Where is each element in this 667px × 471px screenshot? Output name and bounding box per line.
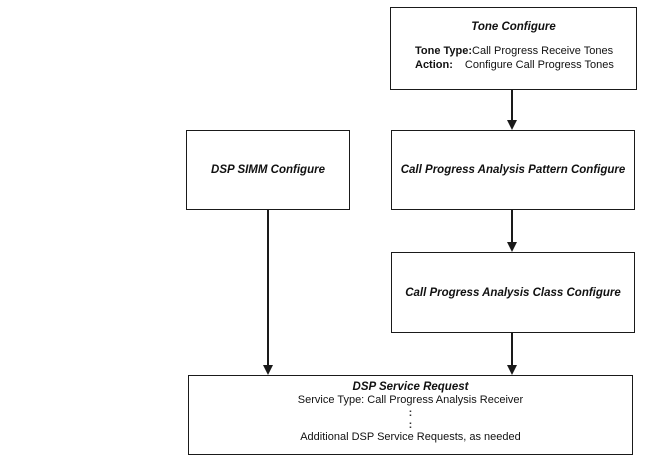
arrow-simm-to-service	[263, 210, 273, 375]
tone-type-row: Tone Type:Call Progress Receive Tones	[415, 44, 636, 58]
vertical-ellipsis-dot-2: :	[408, 419, 413, 431]
arrowhead-down-icon	[507, 120, 517, 130]
tone-configure-title: Tone Configure	[471, 21, 556, 33]
dsp-simm-configure-title: DSP SIMM Configure	[211, 164, 325, 176]
action-row: Action: Configure Call Progress Tones	[415, 58, 636, 72]
cpa-class-configure-title: Call Progress Analysis Class Configure	[405, 286, 621, 299]
arrow-class-to-service	[507, 333, 517, 375]
cpa-class-configure-box: Call Progress Analysis Class Configure	[391, 252, 635, 333]
action-value: Configure Call Progress Tones	[464, 59, 614, 71]
cpa-pattern-configure-box: Call Progress Analysis Pattern Configure	[391, 130, 635, 210]
dsp-service-request-title: DSP Service Request	[352, 381, 469, 393]
arrowhead-down-icon	[507, 365, 517, 375]
service-type-line: Service Type: Call Progress Analysis Rec…	[297, 394, 524, 406]
arrow-pattern-to-class	[507, 210, 517, 252]
tone-configure-box: Tone Configure Tone Type:Call Progress R…	[390, 7, 637, 90]
dsp-service-request-box: DSP Service Request Service Type: Call P…	[188, 375, 633, 455]
arrow-tone-to-pattern	[507, 90, 517, 130]
action-label: Action:	[415, 59, 453, 71]
additional-requests-line: Additional DSP Service Requests, as need…	[300, 431, 521, 443]
tone-type-value: Call Progress Receive Tones	[472, 45, 614, 57]
cpa-pattern-configure-title: Call Progress Analysis Pattern Configure	[400, 164, 626, 176]
tone-type-label: Tone Type:	[415, 45, 473, 57]
tone-configure-details: Tone Type:Call Progress Receive Tones Ac…	[391, 44, 636, 72]
arrowhead-down-icon	[263, 365, 273, 375]
dsp-simm-configure-box: DSP SIMM Configure	[186, 130, 350, 210]
vertical-ellipsis-dot-1: :	[408, 407, 413, 419]
arrowhead-down-icon	[507, 242, 517, 252]
